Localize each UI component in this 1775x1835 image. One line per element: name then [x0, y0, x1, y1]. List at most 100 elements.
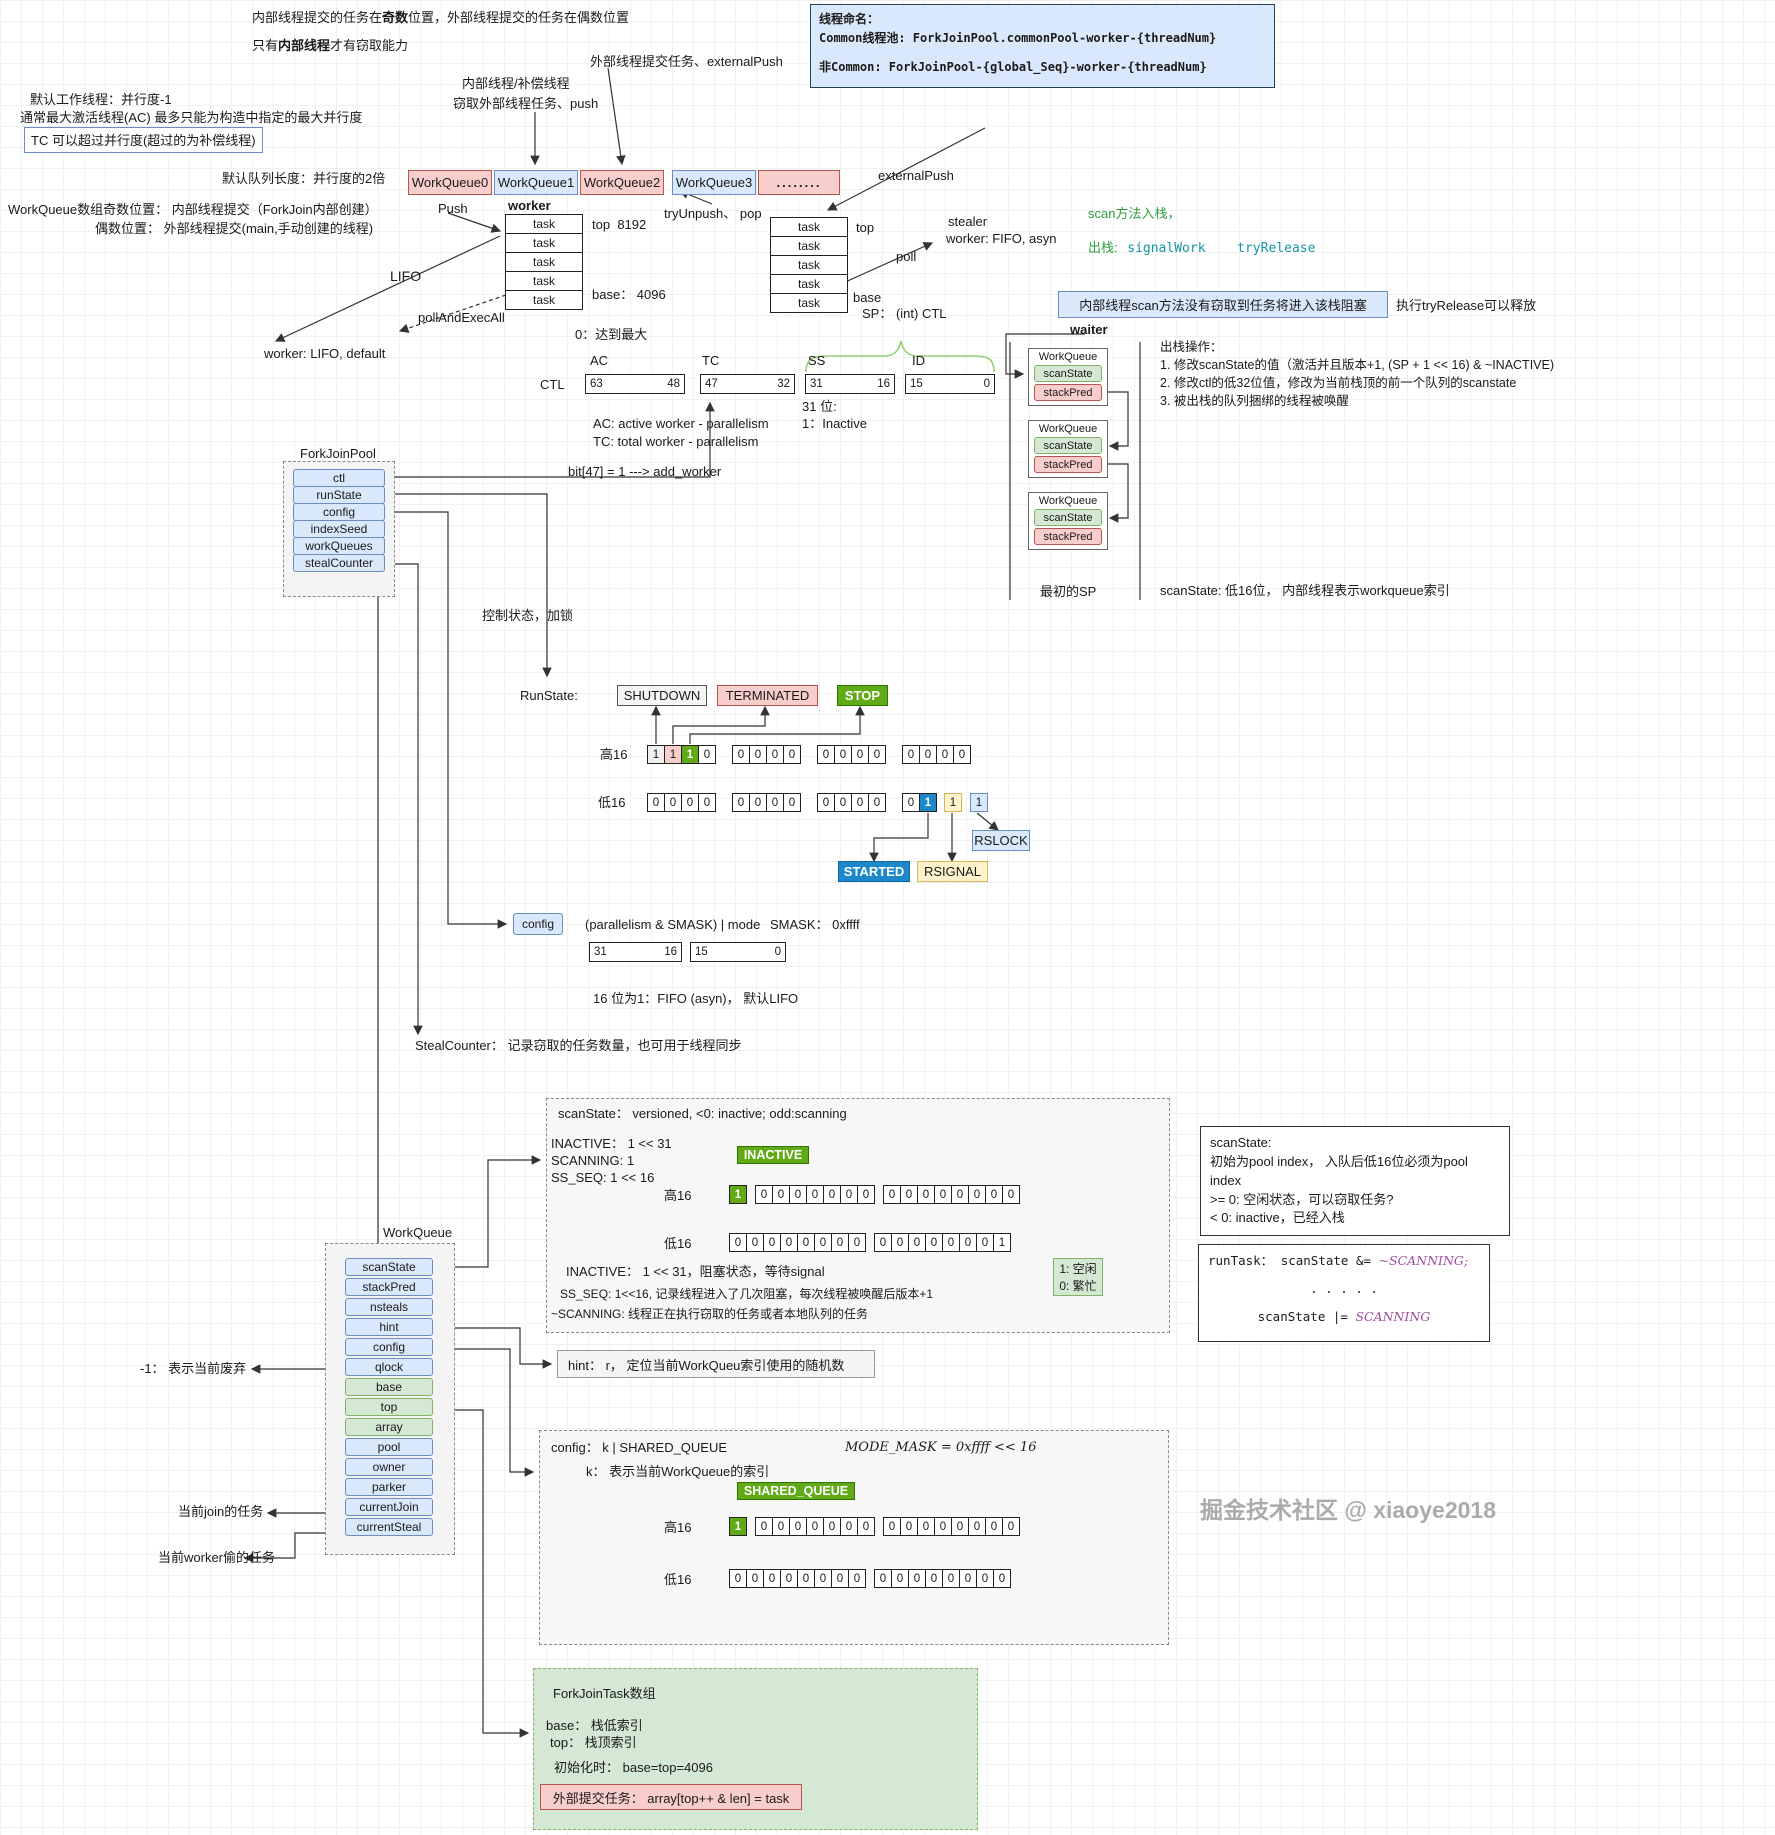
scanstate-header: scanState： versioned, <0: inactive; odd:…: [558, 1106, 847, 1121]
bit-cell: 0: [817, 793, 835, 812]
runtask-line-2: scanState |= SCANNING: [1257, 1309, 1431, 1325]
bit-cell: 0: [891, 1569, 909, 1588]
scan-info-4: < 0: inactive，已经入栈: [1210, 1210, 1345, 1226]
ss-label: SS: [808, 353, 826, 368]
shutdown-box: SHUTDOWN: [617, 685, 707, 706]
bit-cell: 0: [806, 1185, 824, 1204]
bit-cell: 1: [647, 745, 665, 764]
note-default-worker: 默认工作线程：并行度-1: [30, 92, 172, 107]
tc-desc: TC: total worker - parallelism: [593, 434, 759, 449]
field-stealcounter: stealCounter: [293, 554, 385, 572]
bit-cell: 0: [908, 1233, 926, 1252]
bit-cell: 0: [814, 1233, 832, 1252]
bit-cell: 0: [834, 745, 852, 764]
note-steal-push: 窃取外部线程任务、push: [453, 96, 599, 111]
note-external-submit: 外部线程提交任务、externalPush: [590, 54, 783, 69]
bit-cell: 0: [763, 1233, 781, 1252]
bit-cell: 0: [968, 1517, 986, 1536]
bit-cell: 0: [823, 1517, 841, 1536]
waiter-stackpred: stackPred: [1034, 384, 1102, 401]
bit-cell: 1: [944, 793, 962, 812]
bit-cell: 0: [783, 793, 801, 812]
bit-cell: 0: [1002, 1185, 1020, 1204]
bit-cell: 0: [942, 1233, 960, 1252]
field-config: config: [293, 503, 385, 521]
bit-cell: 0: [664, 793, 682, 812]
workqueue0-box: WorkQueue0: [408, 170, 492, 195]
bit-cell: 0: [698, 745, 716, 764]
bit-cell: 0: [823, 1185, 841, 1204]
scan-note-2: SS_SEQ: 1<<16, 记录线程进入了几次阻塞，每次线程被唤醒后版本+1: [560, 1287, 934, 1301]
task-array-base: base： 栈低索引: [546, 1718, 643, 1733]
wq-field-scanstate: scanState: [345, 1258, 433, 1276]
stop-box: STOP: [837, 685, 888, 706]
arrow-rslock-bit: [976, 812, 999, 831]
bit-cell: 0: [883, 1517, 901, 1536]
bit-cell: 0: [925, 1233, 943, 1252]
rslock-box: RSLOCK: [972, 830, 1030, 851]
deque-base-label: base： 4096: [592, 287, 666, 302]
bit47-note: bit[47] = 1 ---> add_worker: [568, 464, 722, 479]
bit-cell: 0: [848, 1233, 866, 1252]
bit-cell: 1: [919, 793, 937, 812]
bit-cell: 0: [1002, 1517, 1020, 1536]
bit-cell: 0: [797, 1569, 815, 1588]
watermark: 掘金技术社区 @ xiaoye2018: [1200, 1497, 1496, 1523]
smask-note: SMASK： 0xffff: [770, 917, 860, 932]
bit-cell: 0: [993, 1569, 1011, 1588]
waiter-scanstate: scanState: [1034, 437, 1102, 454]
ssseq-def: SS_SEQ: 1 << 16: [551, 1170, 655, 1185]
bit-cell: 0: [942, 1569, 960, 1588]
shared-deque: task task task task task: [770, 217, 848, 313]
bit-cell: 0: [817, 745, 835, 764]
bit-cell: 0: [902, 745, 920, 764]
sp-brace: [805, 340, 995, 373]
bit-cell: 0: [934, 1517, 952, 1536]
worker-deque: task task task task task: [505, 214, 583, 310]
ctl-note: 控制状态，加锁: [482, 608, 574, 623]
busy-label: 0: 繁忙: [1059, 1279, 1097, 1293]
task-cell: task: [771, 275, 847, 294]
task-array-top: top： 栈顶索引: [550, 1735, 637, 1750]
bit-cell: 0: [729, 1569, 747, 1588]
started-box: STARTED: [838, 861, 910, 882]
config-pill: config: [513, 913, 563, 935]
bit-cell: 0: [985, 1517, 1003, 1536]
bit-cell: 1: [729, 1185, 747, 1204]
wire-currentsteal: [243, 1532, 345, 1563]
task-array-title: ForkJoinTask数组: [553, 1686, 656, 1701]
bit-cell: 0: [936, 745, 954, 764]
bit-cell: 0: [857, 1517, 875, 1536]
workqueue3-box: WorkQueue3: [672, 170, 756, 195]
bit-cell: 0: [789, 1185, 807, 1204]
bit-cell: 0: [797, 1233, 815, 1252]
bit-cell: 0: [900, 1517, 918, 1536]
waiter-stackpred: stackPred: [1034, 456, 1102, 473]
config-lo-label: 低16: [664, 1572, 692, 1587]
task-cell: task: [771, 256, 847, 275]
wire-top-field: [433, 1409, 530, 1738]
push-label: Push: [438, 201, 468, 216]
note-tc-over: TC 可以超过并行度(超过的为补偿线程): [31, 133, 256, 148]
bit-cell: 0: [789, 1517, 807, 1536]
task-cell: task: [506, 253, 582, 272]
naming-title: 线程命名：: [819, 12, 880, 26]
worker-label: worker: [508, 198, 551, 213]
task-cell: task: [532, 293, 555, 307]
wq-field-owner: owner: [345, 1458, 433, 1476]
arrow-lifo: [274, 235, 501, 342]
poll-label: poll: [896, 249, 917, 264]
waiter-box-title: WorkQueue: [1038, 351, 1098, 363]
scan-out-note: 出栈: signalWork tryRelease: [1088, 240, 1316, 256]
initial-sp-label: 最初的SP: [1040, 584, 1097, 599]
bit-cell: 0: [868, 745, 886, 764]
deque-top-label: top 8192: [592, 217, 647, 232]
runtask-box: runTask： scanState &= ~SCANNING; . . . .…: [1198, 1244, 1490, 1342]
task-cell: task: [771, 218, 847, 237]
ctl-label: CTL: [540, 377, 565, 392]
wire-waiter: [1005, 333, 1085, 379]
